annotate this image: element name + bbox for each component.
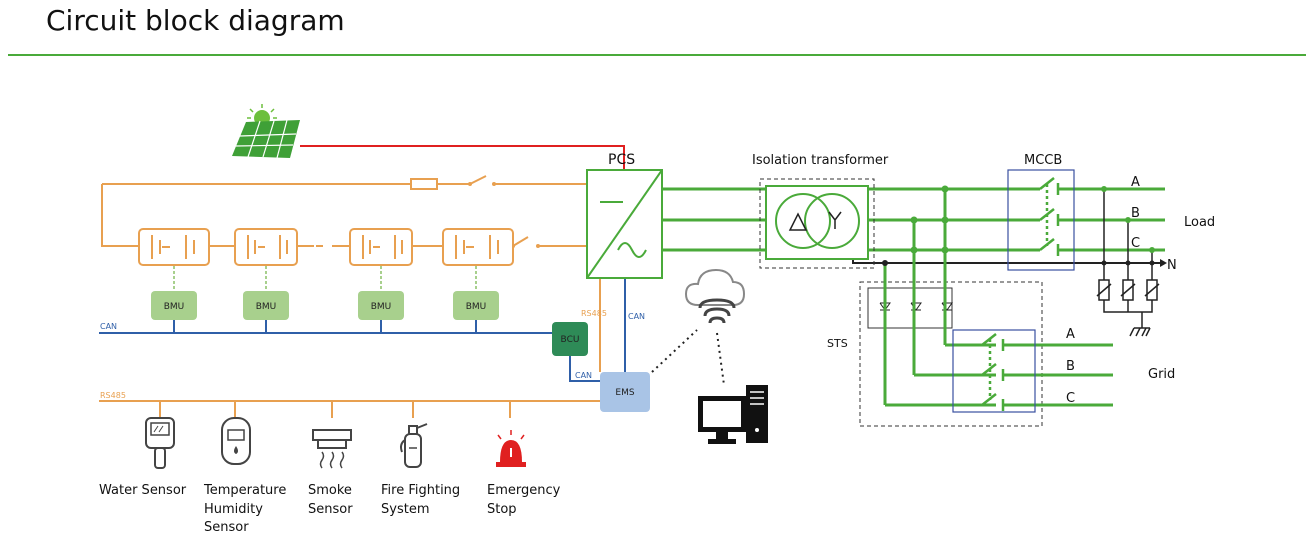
cloud-icon [684, 268, 746, 324]
battery-module-3-icon [349, 228, 413, 266]
ac-output-lines [662, 187, 1165, 252]
bmu-label: BMU [371, 302, 392, 312]
neutral-line [852, 250, 1160, 264]
pcs-icon [586, 169, 663, 279]
dc-bus [101, 175, 587, 247]
neutral-label: N [1167, 258, 1177, 273]
bcu-box [552, 322, 588, 356]
bmu-box [358, 291, 404, 320]
sts-boundary [859, 281, 1043, 427]
rs485-pcs-label: RS485 [581, 309, 607, 318]
load-label: Load [1184, 215, 1215, 230]
can-label: CAN [100, 322, 117, 331]
bmu-label: BMU [256, 302, 277, 312]
surge-arrester-icon [1096, 189, 1160, 328]
transformer-boundary [759, 178, 875, 269]
title-divider [8, 54, 1306, 56]
load-phase-b: B [1131, 206, 1140, 221]
grid-phase-a: A [1066, 327, 1075, 342]
bmu-label: BMU [164, 302, 185, 312]
sensor-label: Fire Fighting [381, 483, 460, 498]
pv-line [300, 145, 625, 170]
bmu-boxes: BMU BMU BMU BMU [151, 291, 499, 320]
sensor-label: Water Sensor [99, 483, 187, 498]
can-ems-label: CAN [575, 371, 592, 380]
sensor-label: Temperature [203, 483, 286, 498]
smoke-sensor-icon [312, 429, 352, 469]
grid-phase-c: C [1066, 391, 1075, 406]
battery-module-1-icon [138, 228, 210, 266]
sensor-label: Emergency [487, 483, 561, 498]
sts-label: STS [827, 337, 848, 350]
grid-phase-b: B [1066, 359, 1075, 374]
isolation-transformer-label: Isolation transformer [752, 153, 889, 168]
can-pcs-label: CAN [628, 312, 645, 321]
page-title: Circuit block diagram [46, 4, 345, 37]
water-sensor-icon [145, 417, 175, 469]
pcs-label: PCS [608, 152, 635, 168]
sensor-label: Stop [487, 502, 517, 517]
sensor-label: System [381, 502, 429, 517]
temperature-humidity-sensor-icon [221, 417, 251, 465]
load-phase-c: C [1131, 236, 1140, 251]
bmu-box [243, 291, 289, 320]
ems-label: EMS [615, 388, 634, 398]
sensor-label: Humidity [204, 502, 263, 517]
sensor-label: Sensor [308, 502, 353, 517]
battery-module-2-icon [234, 228, 298, 266]
emergency-stop-icon [496, 430, 526, 467]
mccb-box [1007, 169, 1075, 271]
rs485-label: RS485 [100, 391, 126, 400]
fire-extinguisher-icon [400, 423, 428, 468]
wireless-link [651, 329, 725, 386]
solar-panel-icon [232, 104, 300, 159]
mccb-switches [1039, 177, 1060, 256]
sensor-label: Smoke [308, 483, 352, 498]
load-phase-a: A [1131, 175, 1140, 190]
grid-breaker-switches [981, 333, 1005, 411]
bmu-label: BMU [466, 302, 487, 312]
sensor-label: Sensor [204, 520, 249, 535]
battery-module-4-icon [442, 228, 514, 266]
fuse-icon [410, 178, 438, 190]
isolation-transformer-icon [765, 185, 869, 260]
grid-label: Grid [1148, 367, 1175, 382]
mccb-label: MCCB [1024, 153, 1062, 168]
rs485-bus [99, 278, 601, 418]
ems-box [600, 372, 650, 412]
sts-thyristor-block [867, 287, 953, 329]
grid-breaker-box [952, 329, 1036, 413]
bcu-label: BCU [561, 335, 580, 345]
battery-modules [138, 228, 514, 266]
bmu-box [151, 291, 197, 320]
ground-icon [1129, 327, 1151, 337]
sts-lines [883, 189, 1113, 407]
computer-icon [698, 385, 768, 444]
can-bus [99, 278, 626, 382]
bmu-box [453, 291, 499, 320]
